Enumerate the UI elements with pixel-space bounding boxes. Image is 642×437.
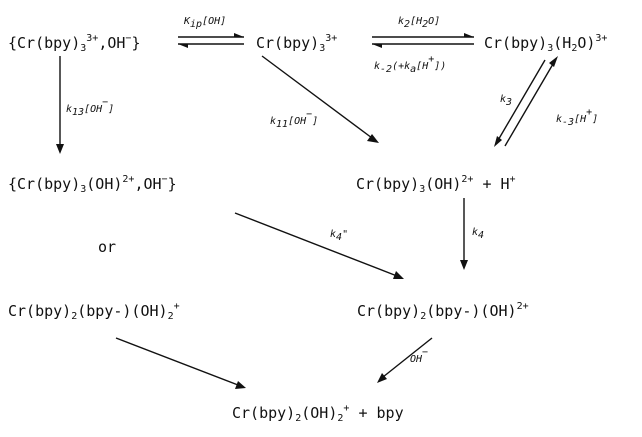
equilibrium-arrow-k2 — [372, 33, 474, 48]
species-ion-pair: {Cr(bpy)33+,OH−} — [8, 33, 141, 54]
rate-label-k-minus3: k-3[H+] — [556, 107, 599, 128]
arrow-k13 — [56, 56, 64, 154]
arrow-k4-double-prime — [234, 212, 404, 279]
species-hydroxo-ion-pair: {Cr(bpy)3(OH)2+,OH−} — [8, 174, 177, 195]
rate-label-k2: k2[H2O] — [398, 16, 441, 30]
arrow-left-to-product — [115, 337, 246, 389]
rate-label-oh-minus: OH− — [410, 347, 429, 365]
species-bpy-radical-left: Cr(bpy)2(bpy-)(OH)2+ — [8, 301, 180, 322]
species-aqua-complex: Cr(bpy)3(H2O)3+ — [484, 33, 608, 54]
arrow-k11 — [261, 55, 379, 143]
equilibrium-arrow-k3 — [494, 56, 558, 147]
species-final-product: Cr(bpy)2(OH)2+ + bpy — [232, 403, 404, 424]
arrow-oh-minus — [377, 337, 433, 383]
species-cr-bpy3: Cr(bpy)33+ — [256, 33, 338, 54]
arrow-k4 — [460, 198, 468, 270]
rate-label-kip: Kip[OH] — [184, 16, 227, 30]
species-hydroxo-plus-h: Cr(bpy)3(OH)2+ + H+ — [356, 174, 516, 195]
rate-label-k11: k11[OH−] — [270, 109, 319, 130]
rate-label-k4: k4 — [472, 227, 485, 241]
equilibrium-arrow-kip — [178, 33, 244, 48]
rate-label-k-minus2: k-2(+ka[H+]) — [374, 54, 447, 75]
or-label: or — [98, 238, 117, 256]
species-bpy-radical-right: Cr(bpy)2(bpy-)(OH)2+ — [357, 301, 529, 322]
rate-label-k4-double-prime: k4" — [330, 229, 349, 243]
rate-label-k13: k13[OH−] — [66, 97, 115, 118]
rate-label-k3: k3 — [500, 94, 513, 108]
